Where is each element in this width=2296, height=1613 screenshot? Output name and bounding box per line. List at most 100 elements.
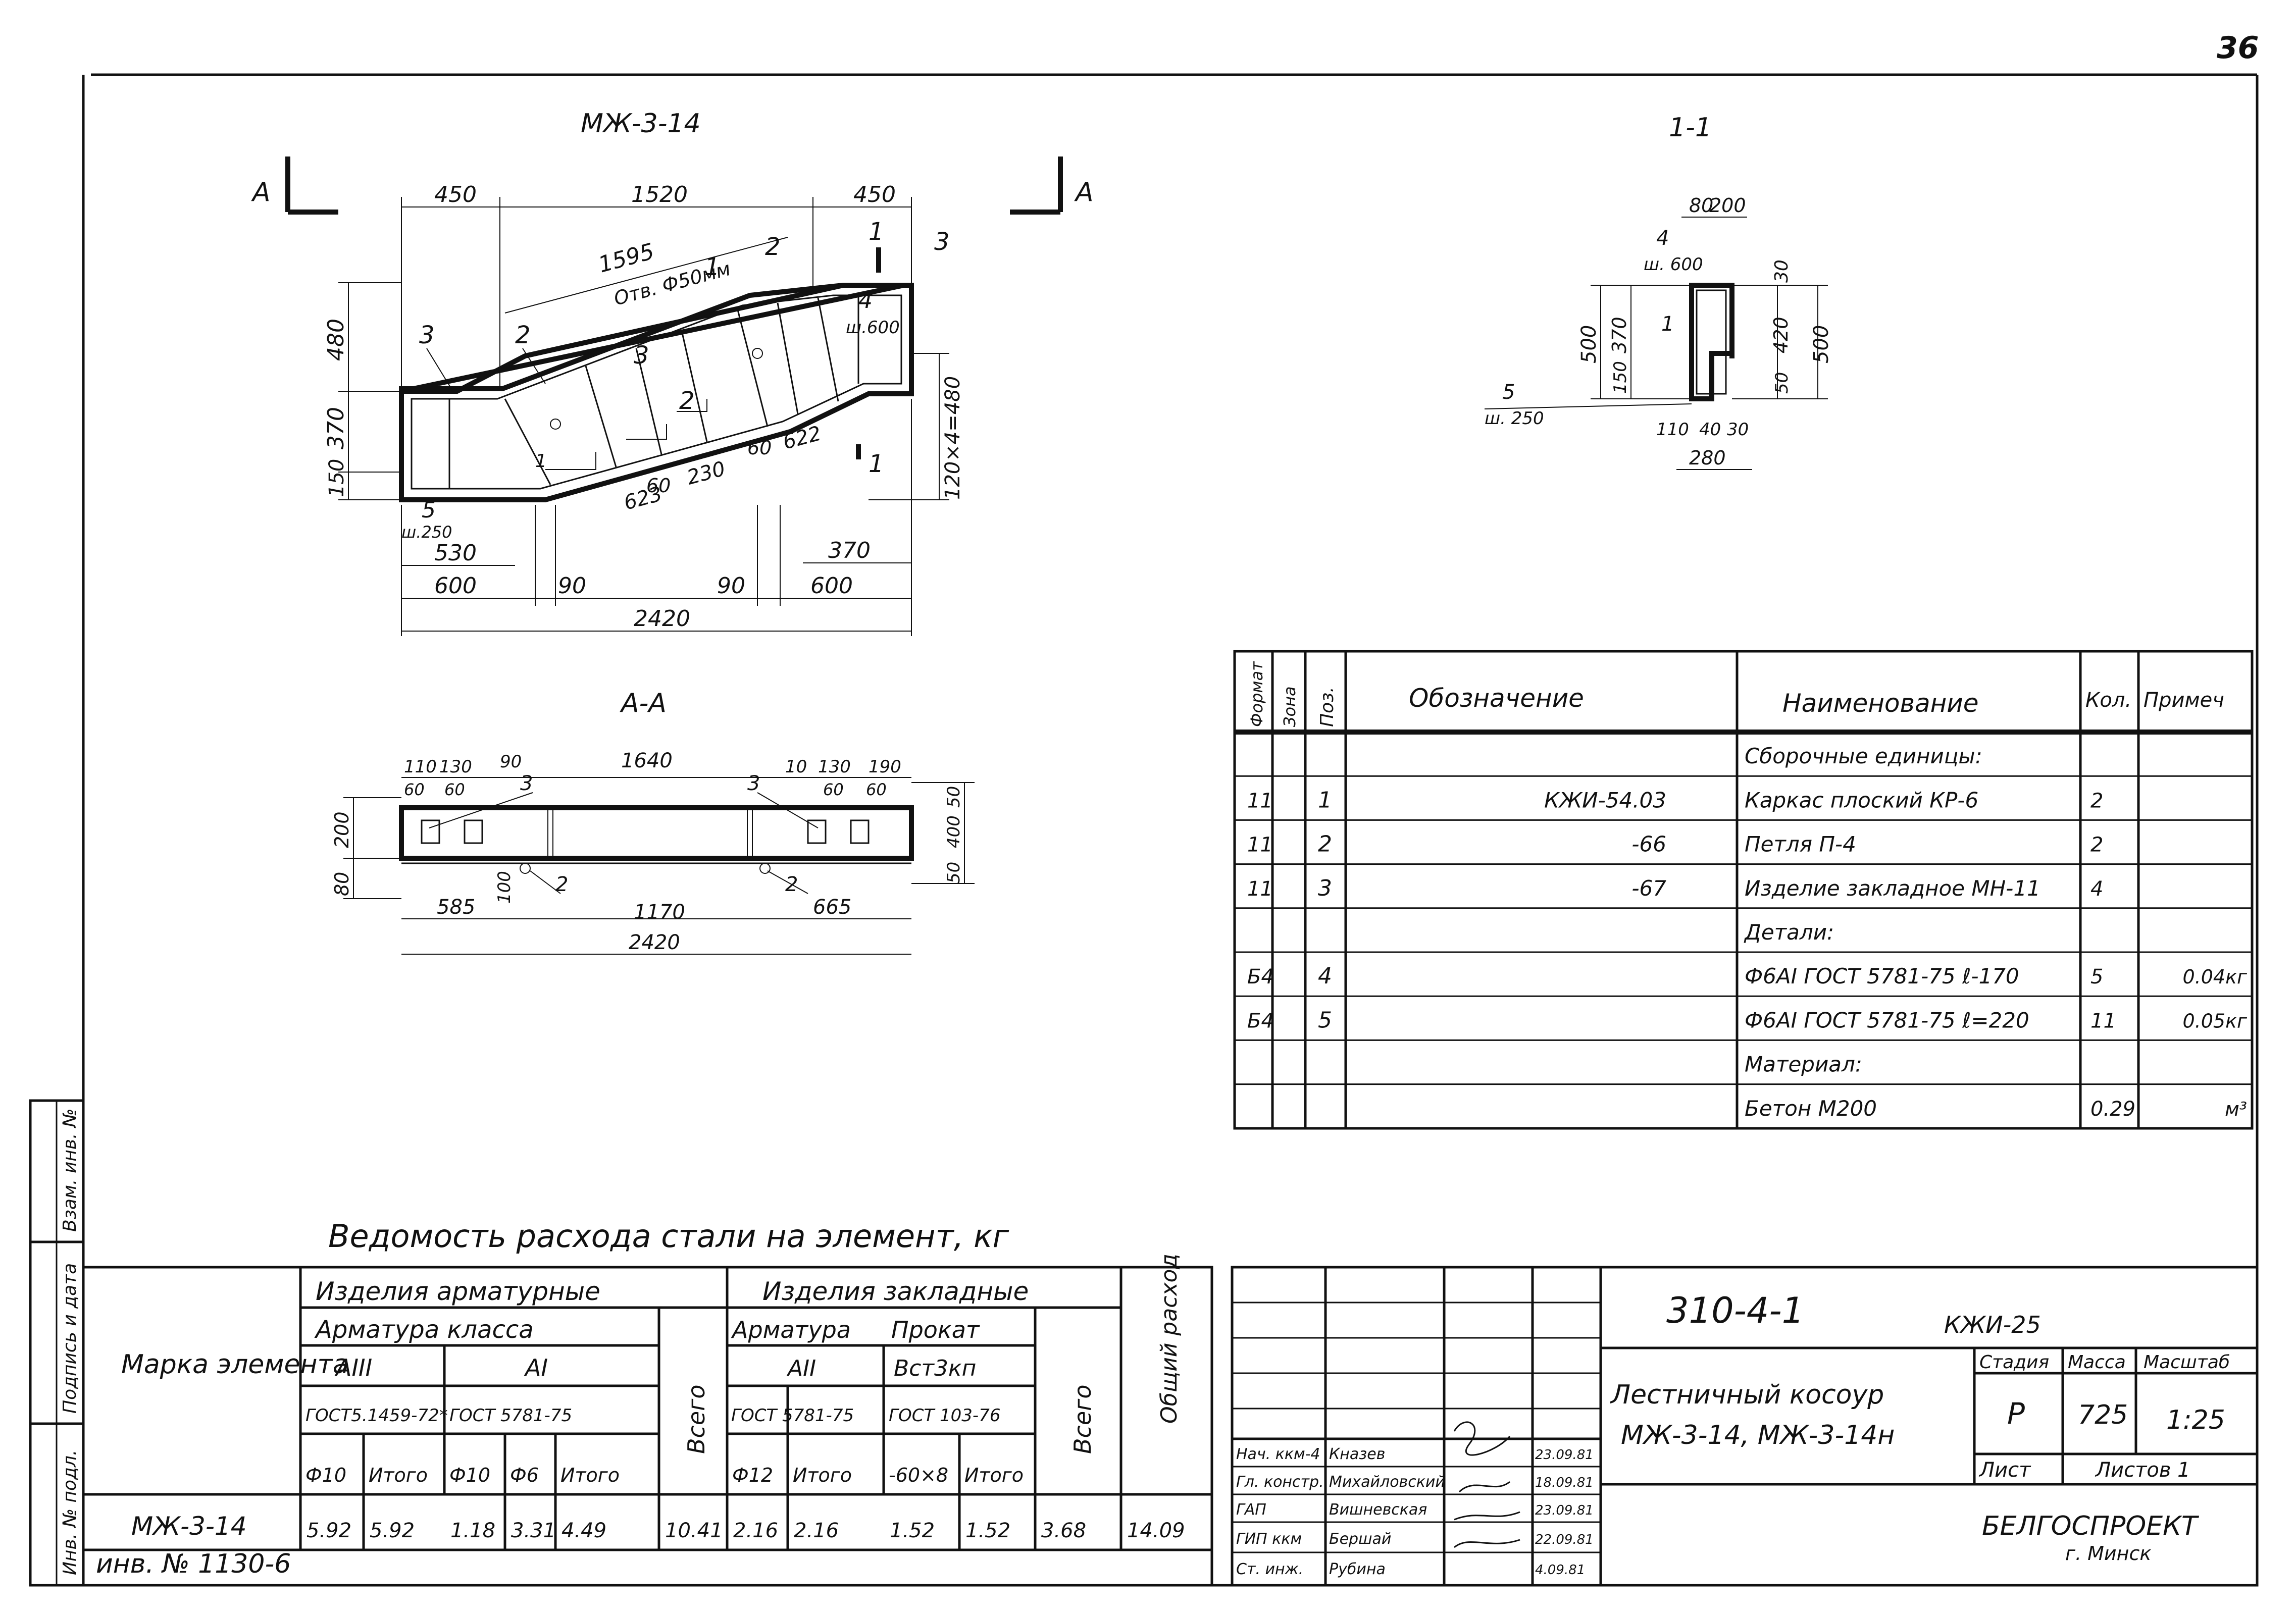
steel-total2: Всего <box>1069 1385 1096 1454</box>
steel-row-value: 3.68 <box>1041 1519 1086 1542</box>
signer-role: Ст. инж. <box>1236 1560 1303 1578</box>
spec-row-name: Детали: <box>1744 920 1834 945</box>
sheets-label: Листов 1 <box>2095 1459 2190 1482</box>
steel-group2-sub2: Прокат <box>891 1316 980 1343</box>
signer-role: ГАП <box>1236 1501 1266 1519</box>
aa-dim-200: 200 <box>331 811 353 848</box>
scale-value: 1:25 <box>2166 1405 2225 1435</box>
section-aa-title: А-А <box>620 688 667 718</box>
spec-row-name: Бетон М200 <box>1745 1096 1877 1121</box>
steel-col-header: Ф10 <box>305 1464 346 1486</box>
signer-date: 23.09.81 <box>1535 1503 1594 1518</box>
spec-head-qty: Кол. <box>2085 689 2131 712</box>
dim-1520: 1520 <box>631 182 688 207</box>
spec-row-format: Б4 <box>1247 965 1274 988</box>
section-1-1: 1-1 80 200 30 500 370 150 420 50 500 110… <box>1484 113 1833 470</box>
steel-row-value: 2.16 <box>733 1519 778 1542</box>
steel-col-header: Ф6 <box>510 1464 539 1486</box>
steel-row-mark: МЖ-3-14 <box>131 1512 247 1541</box>
steel-group2-sub1: Арматура <box>731 1316 851 1343</box>
title-block: 310-4-1 КЖИ-25 Лестничный косоур МЖ-3-14… <box>1231 1266 2259 1587</box>
aa-dim-110: 110 <box>404 757 437 777</box>
aa-dim-60b: 60 <box>444 780 465 799</box>
steel-gost-prokat: ГОСТ 103-76 <box>889 1406 1000 1426</box>
sec11-dim-500-right: 500 <box>1810 325 1833 363</box>
sheet-number: 36 <box>2217 30 2259 66</box>
callout-5: 5 <box>422 497 436 523</box>
aa-dim-80: 80 <box>331 872 353 896</box>
signature-5 <box>1454 1539 1520 1548</box>
aa-dim-2420: 2420 <box>629 931 680 954</box>
dim-2420: 2420 <box>634 606 690 632</box>
signer-role: Гл. констр. <box>1236 1473 1324 1491</box>
section-mark-right: А <box>1074 177 1094 207</box>
sec11-dim-30b: 30 <box>1727 420 1749 440</box>
sec11-dim-150: 150 <box>1610 361 1630 394</box>
spec-row-name: Ф6АI ГОСТ 5781-75 ℓ=220 <box>1745 1008 2029 1032</box>
steel-row-value: 14.09 <box>1127 1519 1185 1542</box>
section-mark-left: А <box>251 177 271 207</box>
section-a-a: А-А 110 130 90 1640 10 130 190 60 60 60 … <box>331 688 975 955</box>
aa-dim-130b: 130 <box>818 757 851 777</box>
spec-row-qty: 11 <box>2090 1009 2116 1032</box>
aa-dim-50a: 50 <box>944 786 964 808</box>
sec11-callout-4: 4 <box>1656 227 1669 250</box>
signature-4 <box>1454 1511 1520 1521</box>
spec-row-name: Материал: <box>1745 1052 1862 1077</box>
signer-date: 18.09.81 <box>1535 1475 1594 1490</box>
signer-name: Михайловский <box>1329 1473 1445 1491</box>
sec11-dim-500-left: 500 <box>1577 325 1601 363</box>
aa-dim-100: 100 <box>494 871 515 904</box>
sec11-callout-5: 5 <box>1502 381 1515 404</box>
spec-row-name: Петля П-4 <box>1745 832 1856 857</box>
sec11-dim-200: 200 <box>1709 194 1746 217</box>
steel-row-value: 5.92 <box>370 1519 415 1542</box>
steel-overall: Общий расход <box>1156 1254 1182 1424</box>
dim-90-left: 90 <box>558 573 586 599</box>
section-1-1-title: 1-1 <box>1669 113 1712 143</box>
spec-row-note: м³ <box>2225 1098 2247 1120</box>
sec11-dim-420: 420 <box>1770 317 1792 353</box>
callout-1-bottom: 1 <box>869 450 884 478</box>
callout-2-left: 2 <box>515 321 531 349</box>
spec-row-format: 11 <box>1247 789 1273 812</box>
aa-callout-3-right: 3 <box>747 772 760 795</box>
sec11-dim-30: 30 <box>1771 259 1792 283</box>
aa-dim-130: 130 <box>439 757 472 777</box>
signer-name: Вишневская <box>1329 1501 1427 1519</box>
sec11-note-w250: ш. 250 <box>1485 408 1544 429</box>
dim-450-right: 450 <box>853 182 896 207</box>
aa-dim-1640: 1640 <box>621 749 673 772</box>
spec-row-designation: КЖИ-54.03 <box>1544 788 1666 812</box>
stage-value: Р <box>2007 1396 2025 1431</box>
spec-row-qty: 4 <box>2090 877 2103 901</box>
steel-col-header: Итого <box>369 1464 428 1486</box>
callout-3-right: 3 <box>934 228 950 256</box>
steel-col-header: -60×8 <box>889 1464 948 1486</box>
dim-600-left: 600 <box>434 573 477 599</box>
spec-row-name: Ф6АI ГОСТ 5781-75 ℓ-170 <box>1745 964 2019 988</box>
spec-head-note: Примеч <box>2144 689 2224 712</box>
steel-row-value: 5.92 <box>307 1519 351 1542</box>
steel-group1-sub: Арматура класса <box>314 1316 534 1344</box>
dim-370: 370 <box>323 407 349 449</box>
aa-dim-60d: 60 <box>866 780 887 799</box>
callout-3-mid: 3 <box>634 341 649 370</box>
spec-row-format: 11 <box>1247 834 1273 857</box>
sec11-dim-80: 80 <box>1689 194 1713 217</box>
spec-head-zone: Зона <box>1280 686 1299 727</box>
aa-dim-585: 585 <box>437 896 475 919</box>
spec-row-designation: -67 <box>1631 876 1666 901</box>
stamp-inv: Инв. № подл. <box>60 1450 80 1575</box>
dim-600-right: 600 <box>810 573 853 599</box>
dim-1595: 1595 <box>596 238 657 278</box>
title-line2: МЖ-3-14, МЖ-3-14н <box>1621 1420 1895 1450</box>
steel-row-value: 2.16 <box>794 1519 839 1542</box>
steel-inv: инв. № 1130-6 <box>96 1549 291 1579</box>
aa-dim-60a: 60 <box>404 780 425 799</box>
doc-number: 310-4-1 <box>1666 1290 1804 1331</box>
steel-col-header: Итого <box>964 1464 1024 1486</box>
